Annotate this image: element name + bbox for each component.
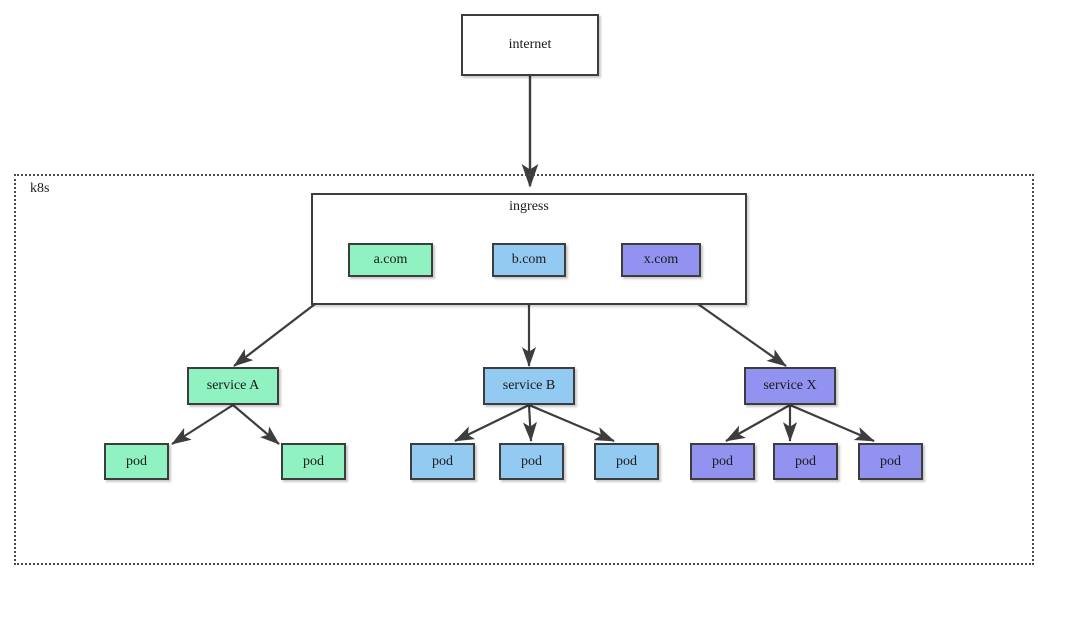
node-pod-a1-label: pod — [126, 453, 147, 469]
node-pod-x1[interactable]: pod — [690, 443, 755, 480]
node-service-x[interactable]: service X — [744, 367, 836, 405]
node-service-b-label: service B — [502, 378, 556, 393]
node-b-com[interactable]: b.com — [492, 243, 566, 277]
node-x-com-label: x.com — [643, 252, 679, 267]
cluster-k8s-label: k8s — [30, 181, 50, 196]
container-ingress-label: ingress — [509, 199, 549, 214]
node-internet-label: internet — [508, 37, 552, 52]
node-pod-a2-label: pod — [303, 453, 324, 469]
node-service-a-label: service A — [206, 378, 260, 393]
node-pod-a2[interactable]: pod — [281, 443, 346, 480]
node-pod-b1-label: pod — [432, 453, 453, 469]
node-pod-x2[interactable]: pod — [773, 443, 838, 480]
node-a-com-label: a.com — [373, 252, 408, 267]
node-pod-b3[interactable]: pod — [594, 443, 659, 480]
node-service-a[interactable]: service A — [187, 367, 279, 405]
node-service-b[interactable]: service B — [483, 367, 575, 405]
node-pod-x3[interactable]: pod — [858, 443, 923, 480]
node-service-x-label: service X — [763, 378, 817, 393]
node-pod-b2[interactable]: pod — [499, 443, 564, 480]
node-pod-b2-label: pod — [521, 453, 542, 469]
node-b-com-label: b.com — [511, 252, 547, 267]
node-pod-b1[interactable]: pod — [410, 443, 475, 480]
node-pod-a1[interactable]: pod — [104, 443, 169, 480]
node-pod-x1-label: pod — [712, 453, 733, 469]
node-internet[interactable]: internet — [461, 14, 599, 76]
node-x-com[interactable]: x.com — [621, 243, 701, 277]
node-pod-x3-label: pod — [880, 453, 901, 469]
node-pod-x2-label: pod — [795, 453, 816, 469]
node-pod-b3-label: pod — [616, 453, 637, 469]
node-a-com[interactable]: a.com — [348, 243, 433, 277]
